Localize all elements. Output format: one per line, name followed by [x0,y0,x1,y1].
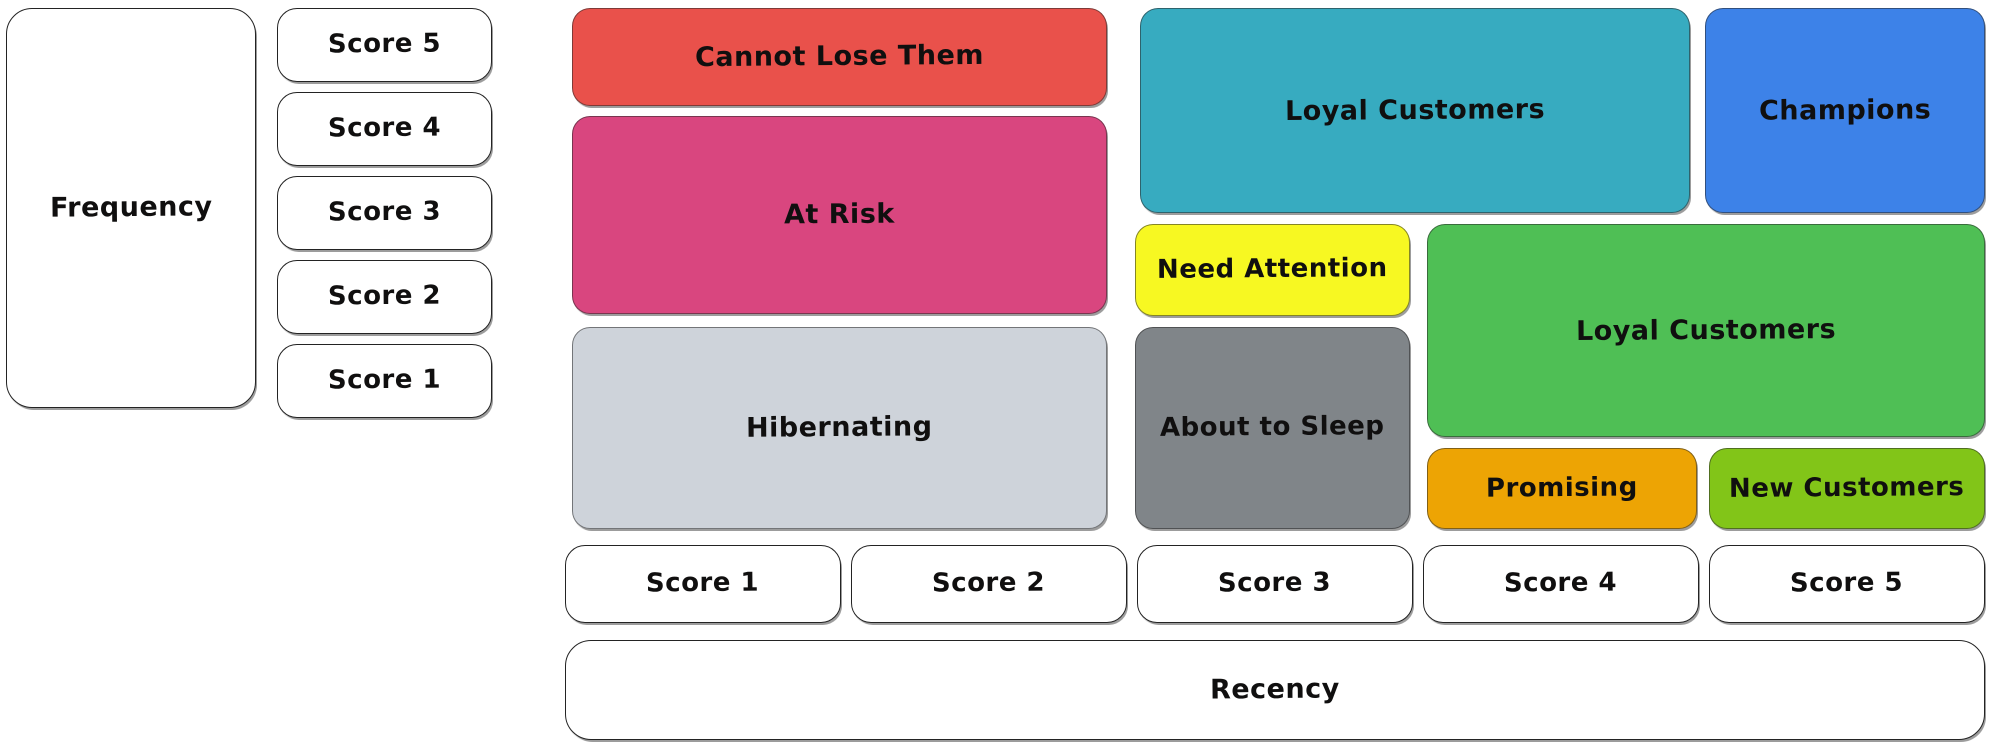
segment-label: Cannot Lose Them [694,40,985,74]
recency-score-1: Score 1 [565,545,841,623]
segment-loyal-customers-teal[interactable]: Loyal Customers [1140,8,1690,213]
recency-score-2: Score 2 [851,545,1127,623]
recency-score-5: Score 5 [1709,545,1985,623]
segment-champions[interactable]: Champions [1705,8,1985,213]
segment-label: At Risk [783,199,896,231]
recency-axis-label: Recency [565,640,1985,740]
segment-cannot-lose-them[interactable]: Cannot Lose Them [572,8,1107,106]
segment-label: Champions [1758,94,1932,127]
segment-about-to-sleep[interactable]: About to Sleep [1135,327,1410,529]
recency-score-3: Score 3 [1137,545,1413,623]
frequency-score-2: Score 2 [277,260,492,334]
frequency-axis-label: Frequency [6,8,256,408]
segment-label: About to Sleep [1160,411,1385,443]
frequency-axis-label-text: Frequency [49,191,213,225]
segment-hibernating[interactable]: Hibernating [572,327,1107,529]
segment-promising[interactable]: Promising [1427,448,1697,529]
segment-label: Loyal Customers [1284,93,1546,127]
frequency-score-1: Score 1 [277,344,492,418]
frequency-score-3: Score 3 [277,176,492,250]
segment-loyal-customers-green[interactable]: Loyal Customers [1427,224,1985,437]
segment-label: Promising [1485,471,1638,504]
segment-label: Hibernating [746,411,933,445]
segment-new-customers[interactable]: New Customers [1709,448,1985,529]
segment-label: New Customers [1729,471,1965,504]
frequency-score-5: Score 5 [277,8,492,82]
segment-label: Loyal Customers [1575,313,1837,347]
recency-score-4: Score 4 [1423,545,1699,623]
segment-at-risk[interactable]: At Risk [572,116,1107,314]
recency-axis-label-text: Recency [1210,673,1340,706]
segment-label: Need Attention [1157,253,1388,285]
frequency-score-4: Score 4 [277,92,492,166]
segment-need-attention[interactable]: Need Attention [1135,224,1410,316]
